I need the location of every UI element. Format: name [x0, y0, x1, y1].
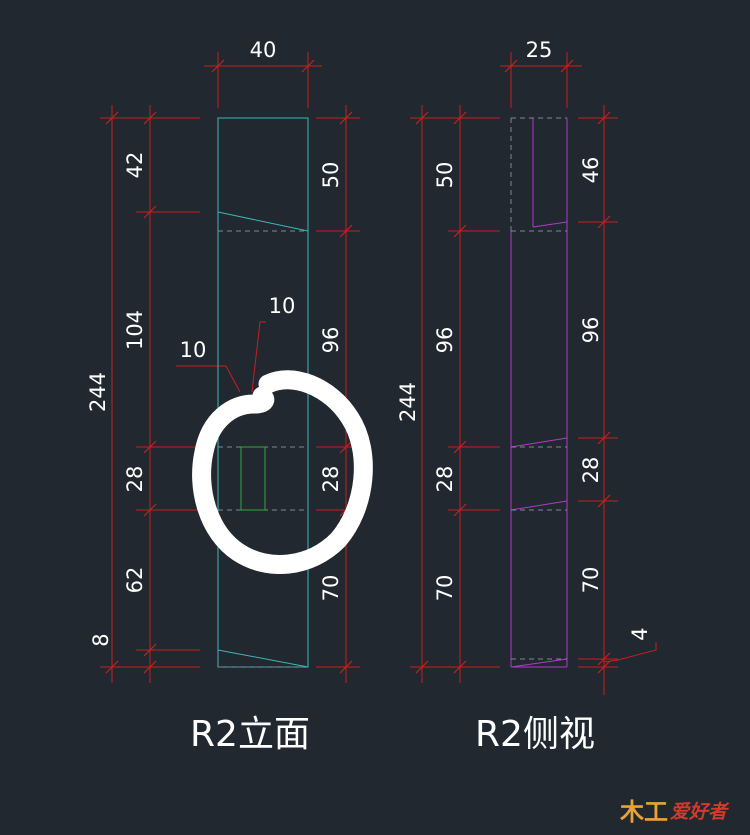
side-dimension-lines	[410, 52, 657, 695]
elevation-left-dim-0: 42	[123, 152, 147, 179]
side-top-width: 25	[526, 38, 553, 62]
elevation-detail-dim-a: 10	[180, 338, 207, 362]
watermark-text: 爱好者	[670, 801, 730, 823]
side-left-dim-2: 28	[433, 466, 457, 493]
elevation-dimension-ticks	[105, 59, 353, 674]
elevation-left-dim-3: 62	[123, 567, 147, 594]
side-bottom-dim: 4	[628, 627, 652, 640]
elevation-dimension-lines	[100, 52, 360, 683]
side-right-dim-3: 70	[579, 567, 603, 594]
side-left-dim-3: 70	[433, 575, 457, 602]
elevation-view: 40 244 42 104 28 62 8 50 96 28 70 10 10 …	[86, 38, 360, 755]
elevation-right-dim-1: 96	[319, 327, 343, 354]
side-right-dim-1: 96	[579, 317, 603, 344]
elevation-right-dim-3: 70	[319, 575, 343, 602]
side-left-dim-0: 50	[433, 162, 457, 189]
side-title: R2侧视	[475, 714, 595, 755]
elevation-left-dim-2: 28	[123, 466, 147, 493]
side-right-dim-2: 28	[579, 457, 603, 484]
side-view: 25 244 50 96 28 70 46 96 28 70 4 R2侧视	[396, 38, 657, 755]
elevation-right-dim-0: 50	[319, 162, 343, 189]
side-total-height: 244	[396, 382, 420, 422]
elevation-title: R2立面	[190, 714, 310, 755]
elevation-left-dim-1: 104	[123, 310, 147, 350]
side-right-dim-0: 46	[579, 157, 603, 184]
watermark-logo-mark: 木工	[619, 798, 668, 826]
elevation-left-dim-4: 8	[89, 633, 113, 646]
side-dimension-ticks	[415, 59, 611, 674]
watermark-logo: 木工 爱好者	[619, 798, 730, 826]
side-left-dim-1: 96	[433, 327, 457, 354]
side-part-outline	[510, 117, 568, 668]
elevation-detail-dim-b: 10	[269, 294, 296, 318]
hand-drawn-circle-annotation	[192, 370, 373, 574]
elevation-total-height: 244	[86, 372, 110, 412]
tenon-rectangle	[240, 446, 266, 511]
elevation-right-dim-2: 28	[319, 466, 343, 493]
elevation-top-width: 40	[250, 38, 277, 62]
